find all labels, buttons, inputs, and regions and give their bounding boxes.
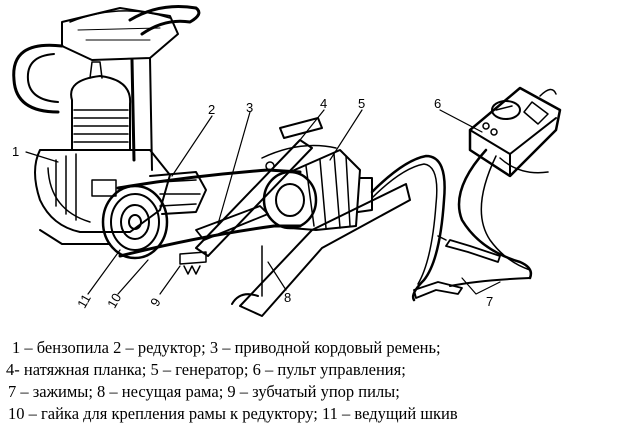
chainsaw-drawing: [12, 5, 201, 245]
drive-pulley-drawing: [101, 171, 207, 260]
output-cables-drawing: [413, 148, 549, 299]
generator-cable-drawing: [370, 154, 446, 302]
tension-strap-drawing: [195, 117, 323, 257]
drive-belt-drawing: [116, 168, 302, 258]
legend-line-2: 4- натяжная планка; 5 – генератор; 6 – п…: [6, 360, 406, 379]
control-panel-drawing: [468, 86, 562, 178]
generator-drawing: [261, 144, 373, 231]
leader-lines: [25, 109, 501, 295]
callout-8: 8: [284, 290, 291, 305]
legend-line-3: 7 – зажимы; 8 – несущая рама; 9 – зубчат…: [8, 382, 400, 401]
legend-line-1: 1 – бензопила 2 – редуктор; 3 – приводно…: [12, 338, 441, 357]
callout-6: 6: [434, 96, 441, 111]
callout-4: 4: [320, 96, 327, 111]
equipment-diagram: 1 2 3 4 5 6 7 8 9 10 11: [12, 5, 562, 317]
legend-line-4: 10 – гайка для крепления рамы к редуктор…: [8, 404, 458, 423]
callout-3: 3: [246, 100, 253, 115]
callout-10: 10: [104, 291, 124, 311]
callout-1: 1: [12, 144, 19, 159]
callout-7: 7: [486, 294, 493, 309]
callout-11: 11: [74, 292, 94, 311]
callout-2: 2: [208, 102, 215, 117]
callout-9: 9: [147, 295, 164, 309]
callout-5: 5: [358, 96, 365, 111]
carrier-frame-drawing: [179, 183, 411, 317]
